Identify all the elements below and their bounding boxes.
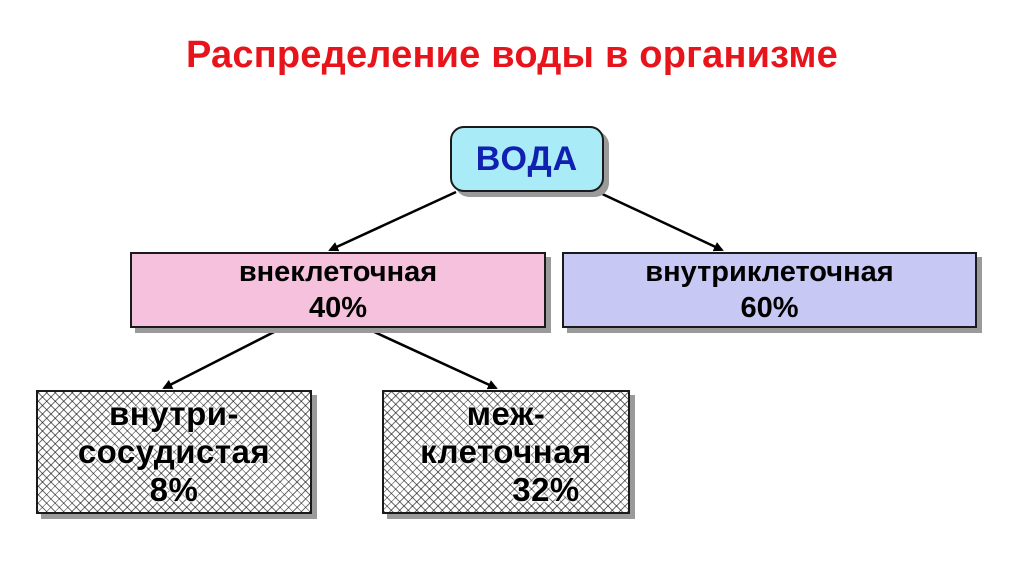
node-water-label: ВОДА xyxy=(475,139,579,178)
node-interstitial-line1: меж- xyxy=(466,395,546,432)
node-extracellular: внеклеточная 40% xyxy=(130,252,546,328)
node-intravascular-value: 8% xyxy=(149,471,199,508)
node-interstitial: меж- клеточная 32% xyxy=(382,390,630,514)
arrow-extracellular-to-interstitial xyxy=(369,328,498,390)
node-water: ВОДА xyxy=(450,126,604,192)
arrow-root-to-extracellular xyxy=(328,190,457,252)
arrow-root-to-intracellular xyxy=(597,190,724,252)
node-intravascular-line1: внутри- xyxy=(108,395,240,432)
node-interstitial-value: 32% xyxy=(512,471,580,508)
node-intracellular-value: 60% xyxy=(740,292,799,324)
node-intravascular: внутри- сосудистая 8% xyxy=(36,390,312,514)
node-intracellular: внутриклеточная 60% xyxy=(562,252,977,328)
node-intracellular-label: внутриклеточная xyxy=(645,256,894,288)
node-intravascular-line2: сосудистая xyxy=(77,433,271,470)
page-title: Распределение воды в организме xyxy=(186,34,838,76)
node-extracellular-label: внеклеточная xyxy=(238,256,438,288)
arrow-extracellular-to-intravascular xyxy=(162,328,279,390)
node-extracellular-value: 40% xyxy=(308,292,368,324)
node-interstitial-line2: клеточная xyxy=(420,433,592,470)
